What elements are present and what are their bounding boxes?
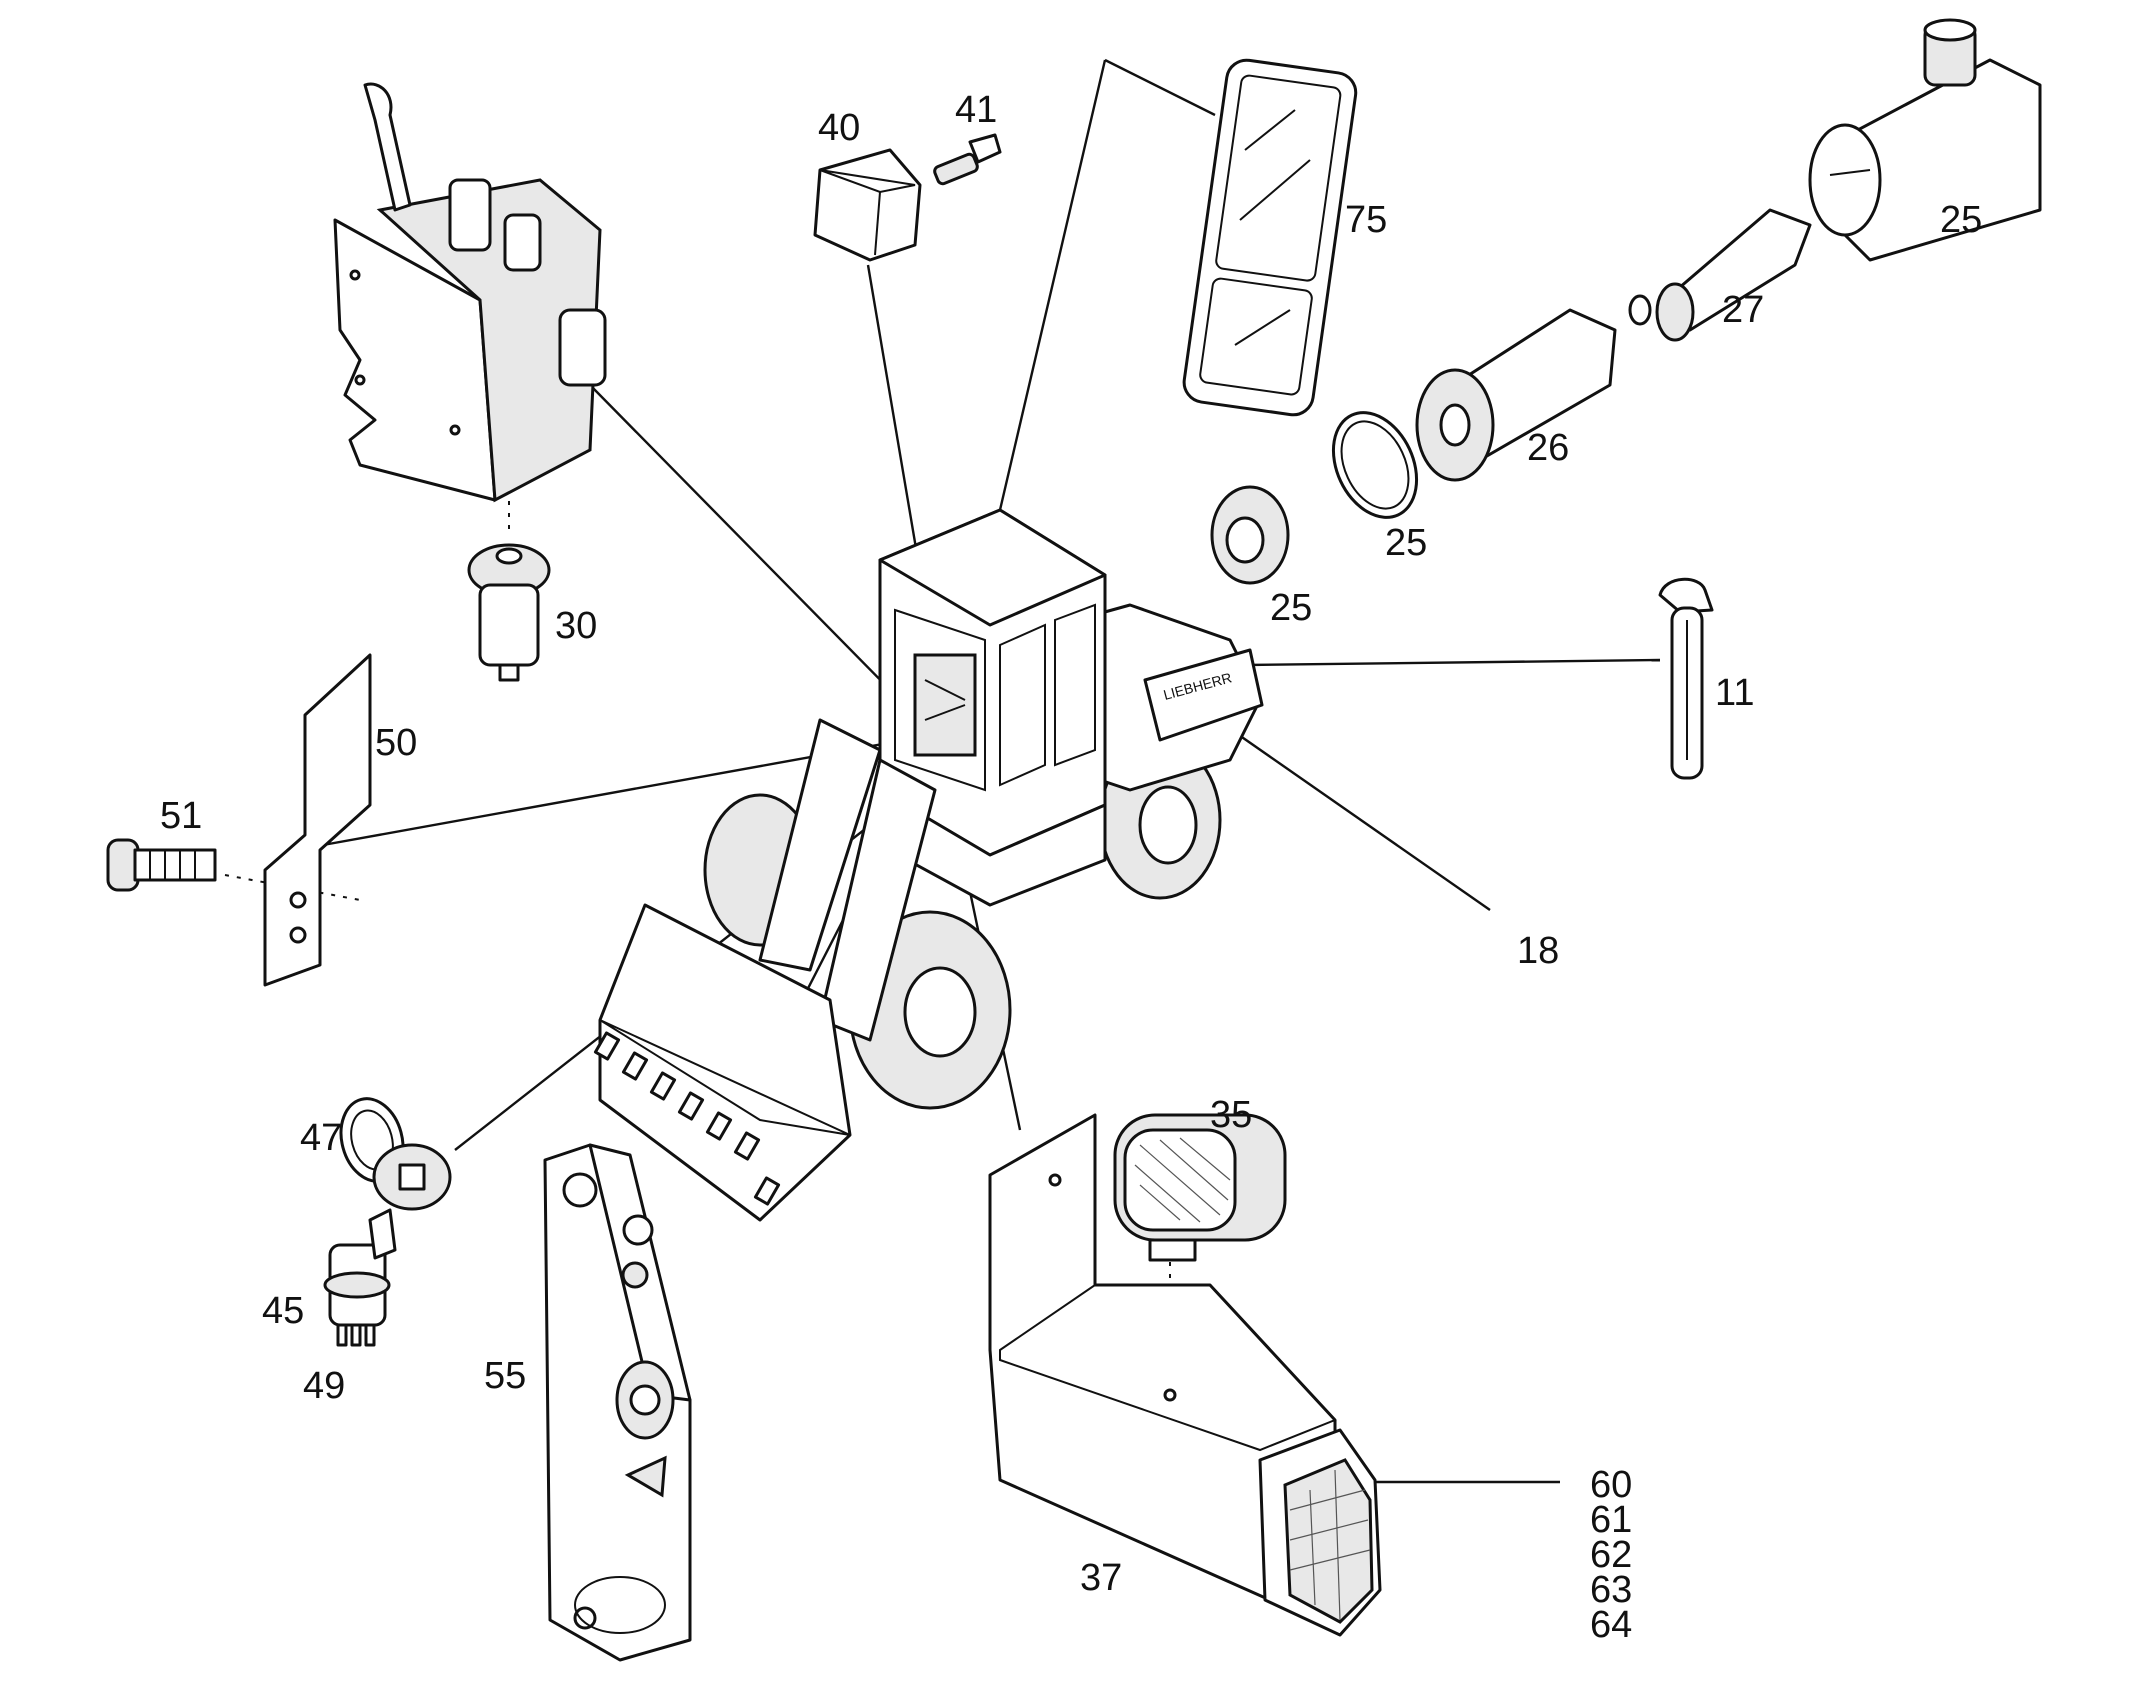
callout-25-clamp: 25: [1385, 522, 1427, 564]
wheel-loader: LIEBHERR: [593, 508, 1264, 1222]
callout-60: 60: [1590, 1464, 1632, 1506]
callout-64: 64: [1590, 1604, 1632, 1646]
callout-62: 62: [1590, 1534, 1632, 1576]
callout-51: 51: [160, 795, 202, 837]
part-40-cover: [813, 148, 922, 262]
part-25-rubber-valve: [1210, 485, 1290, 585]
callout-18: 18: [1517, 930, 1559, 972]
part-47-key: [339, 1097, 452, 1211]
lift-arm-left: [758, 718, 882, 972]
part-26-main-filter: [1415, 308, 1617, 482]
part-41-screw: [933, 133, 1002, 186]
callout-11: 11: [1715, 672, 1754, 714]
part-30-switch: [467, 543, 551, 682]
leader-50: [322, 738, 906, 847]
control-valve: [333, 82, 607, 503]
callout-35: 35: [1210, 1094, 1252, 1136]
part-50-bracket: [263, 653, 372, 987]
cab-roof: [878, 508, 1107, 627]
callout-27: 27: [1722, 289, 1764, 331]
callout-75: 75: [1345, 199, 1387, 241]
part-75-window: [1182, 58, 1358, 417]
leader-75-top: [1104, 58, 1216, 117]
callout-26: 26: [1527, 427, 1569, 469]
callout-37: 37: [1080, 1557, 1122, 1599]
callout-45: 45: [262, 1290, 304, 1332]
callout-40: 40: [818, 107, 860, 149]
callouts: 75 40 41 25 27 26 25 25 30 11 50 51 18 3…: [160, 89, 1982, 1646]
part-55-link-arm: [543, 1143, 692, 1662]
callout-61: 61: [1590, 1499, 1632, 1541]
leader-valve: [589, 384, 901, 701]
callout-25-housing: 25: [1940, 199, 1982, 241]
callout-55: 55: [484, 1355, 526, 1397]
callout-50: 50: [375, 722, 417, 764]
callout-49: 49: [303, 1365, 345, 1407]
part-45-switch-body: [323, 1208, 397, 1347]
callout-47: 47: [300, 1117, 342, 1159]
part-25-air-filter-housing: [1808, 18, 2042, 262]
callout-41: 41: [955, 89, 997, 131]
callout-63: 63: [1590, 1569, 1632, 1611]
bucket-teeth: [593, 1031, 781, 1206]
part-25-clamp: [1331, 411, 1419, 519]
part-51-bolt: [106, 838, 217, 892]
part-27-filter-element: [1628, 208, 1812, 342]
callout-25-valve: 25: [1270, 587, 1312, 629]
control-lever: [363, 82, 412, 212]
lift-arm-right: [818, 758, 937, 1042]
part-35-work-lamp: [1113, 1113, 1287, 1262]
leader-75: [998, 59, 1107, 511]
part-11-pin: [1658, 577, 1714, 780]
part-60-lamp: [1258, 1428, 1382, 1637]
leader-11: [1244, 658, 1661, 667]
callout-30: 30: [555, 605, 597, 647]
